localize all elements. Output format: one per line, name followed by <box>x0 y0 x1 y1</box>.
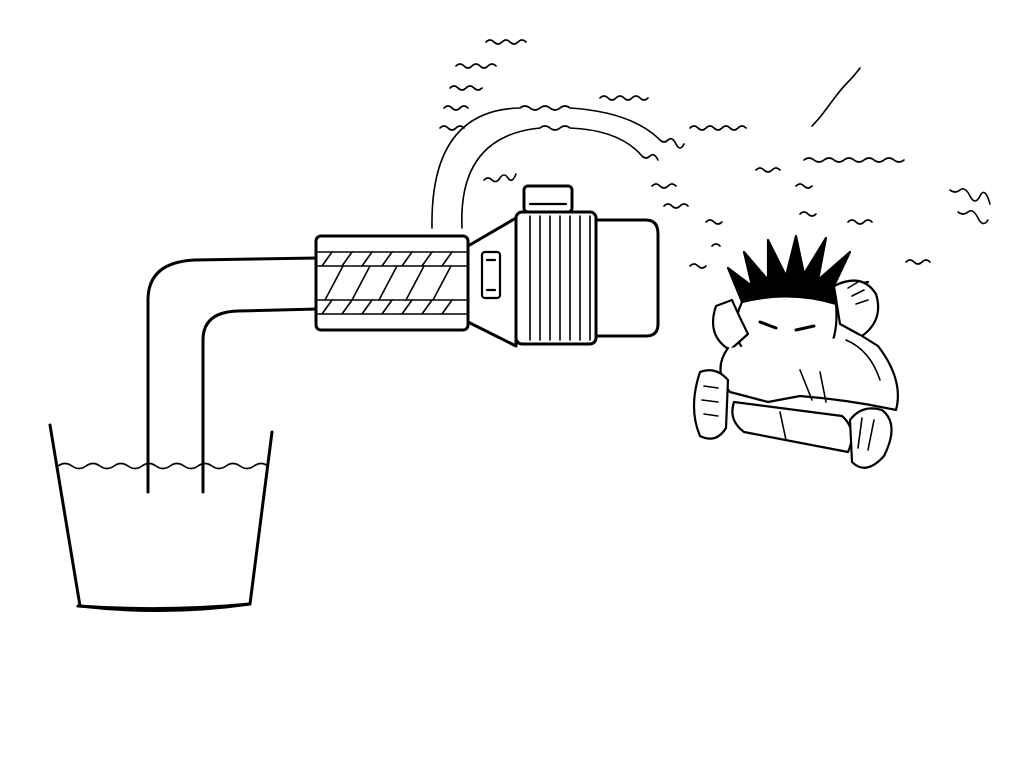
noise-lines-icon <box>431 39 991 269</box>
pump-motor-icon <box>314 184 660 348</box>
startled-person-icon <box>692 234 899 469</box>
water-surface <box>57 462 269 470</box>
water-container-icon <box>48 423 274 613</box>
bent-pipe-icon <box>146 256 320 494</box>
